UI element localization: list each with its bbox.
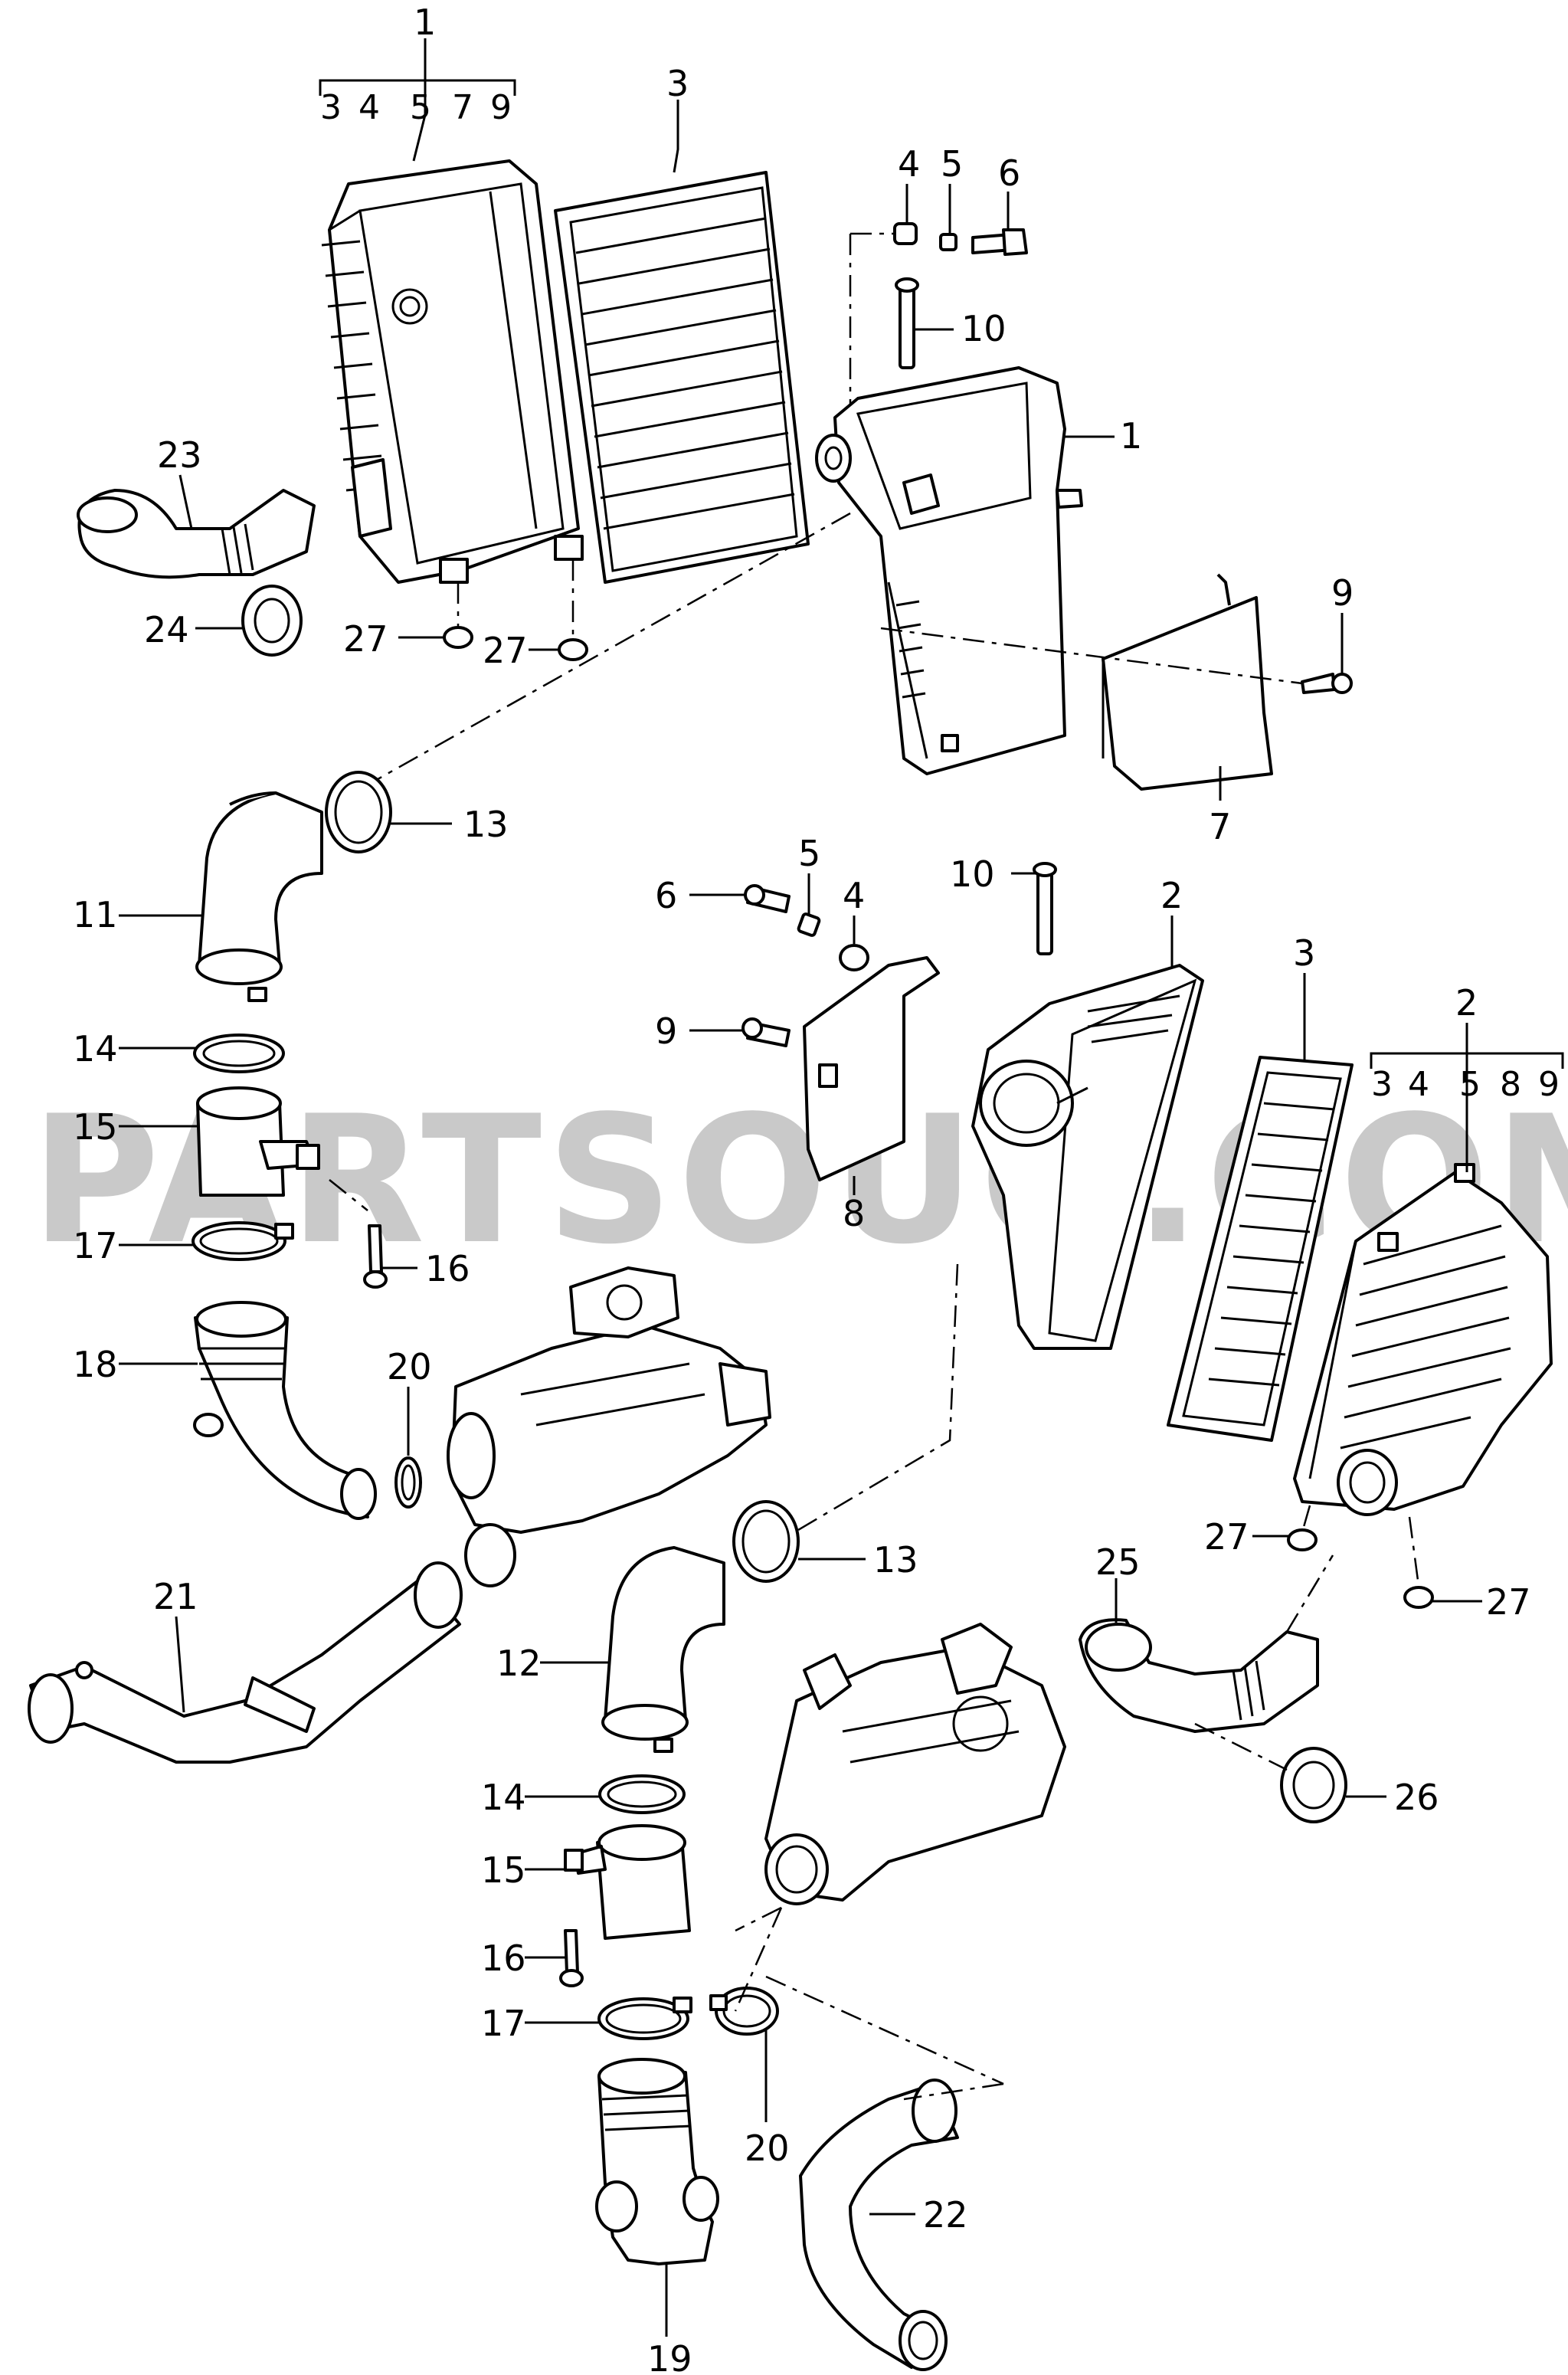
pipe-19 (595, 2058, 719, 2265)
seal-26 (1280, 1747, 1347, 1823)
callout-15b: 15 (481, 1849, 526, 1891)
o-ring-13-right (732, 1500, 800, 1583)
screw-16-left (363, 1224, 388, 1289)
fastener-set-right (744, 884, 869, 971)
pipe-22 (799, 2079, 959, 2371)
callout-10a: 10 (961, 308, 1007, 349)
callout-27d: 27 (1486, 1581, 1531, 1623)
callout-19: 19 (647, 2338, 692, 2375)
callout-3a: 3 (666, 63, 689, 104)
filter-element-top (554, 171, 810, 584)
callout-10b: 10 (950, 853, 995, 895)
callout-18: 18 (73, 1344, 118, 1385)
group-2-sub-4: 8 (1500, 1065, 1521, 1104)
group-2-sub-5: 9 (1538, 1065, 1560, 1104)
air-box-lid-1 (815, 366, 1083, 775)
intake-pipe-25 (1079, 1618, 1319, 1733)
group-1-label: 1 (414, 2, 436, 43)
callout-9b: 9 (655, 1011, 677, 1052)
callout-23: 23 (157, 434, 202, 476)
callout-27b: 27 (483, 630, 528, 671)
group-1-sub-1: 3 (320, 88, 342, 127)
group-2-sub-2: 4 (1408, 1065, 1429, 1104)
air-filter-housing-left (321, 159, 584, 584)
callout-11: 11 (73, 894, 118, 935)
callout-21: 21 (153, 1576, 198, 1617)
clamp-20-right (709, 1987, 779, 2036)
group-2-sub-1: 3 (1371, 1065, 1393, 1104)
callout-1: 1 (1120, 415, 1142, 457)
callout-22: 22 (923, 2194, 968, 2236)
callout-7: 7 (1209, 806, 1231, 847)
callout-4a: 4 (898, 143, 920, 185)
callout-3b: 3 (1293, 932, 1315, 974)
callout-6b: 6 (655, 875, 677, 916)
bolt-10-right (1033, 862, 1057, 955)
callout-labels: 1 3 4 5 7 9 3 4 5 6 10 1 9 7 23 24 27 27… (73, 2, 1560, 2375)
callout-20a: 20 (387, 1346, 432, 1387)
callout-14b: 14 (481, 1777, 526, 1818)
callout-6a: 6 (998, 152, 1020, 194)
callout-13a: 13 (463, 804, 509, 845)
bracket-8 (803, 956, 940, 1181)
callout-17b: 17 (481, 2003, 526, 2044)
callout-8: 8 (843, 1193, 865, 1234)
callout-2: 2 (1160, 875, 1183, 916)
group-1-sub-4: 7 (452, 88, 473, 127)
maf-sensor-15-right (564, 1824, 691, 1940)
screw-9-top (880, 627, 1353, 694)
leader-lid-to-pipe (359, 512, 851, 791)
grommet-27-right (1287, 1505, 1434, 1609)
callout-4b: 4 (843, 875, 865, 916)
group-1-sub-5: 9 (490, 88, 512, 127)
group-2-label: 2 (1455, 982, 1478, 1024)
pipe-21 (28, 1561, 463, 1764)
callout-27c: 27 (1204, 1516, 1249, 1558)
callout-5a: 5 (941, 143, 963, 185)
hose-18 (193, 1301, 377, 1520)
cover-plate-7 (1102, 573, 1273, 791)
turbocharger-right (764, 1623, 1066, 1905)
fastener-set-top (849, 222, 1028, 475)
callout-16b: 16 (481, 1938, 526, 1979)
callout-27a: 27 (343, 618, 388, 660)
group-2-sub-3: 5 (1459, 1065, 1481, 1104)
o-ring-13-left (325, 771, 392, 853)
callout-9a: 9 (1331, 572, 1354, 614)
callout-15a: 15 (73, 1106, 118, 1148)
grommet-27-left (443, 559, 588, 661)
air-filter-housing-right (1293, 1163, 1553, 1516)
group-1-sub-3: 5 (410, 88, 431, 127)
elbow-pipe-12 (601, 1546, 725, 1753)
callout-25: 25 (1095, 1541, 1141, 1583)
screw-16-right (559, 1929, 584, 1987)
elbow-pipe-11 (195, 791, 323, 1002)
clamp-20-left (394, 1456, 422, 1509)
maf-sensor-15-left (196, 1086, 320, 1197)
callout-13b: 13 (873, 1539, 918, 1581)
leader-lines (119, 38, 1564, 2337)
callout-14a: 14 (73, 1028, 118, 1070)
screw-9-right (741, 1017, 791, 1047)
clamp-17-right (597, 1997, 692, 2040)
callout-12: 12 (496, 1643, 542, 1684)
callout-16a: 16 (425, 1248, 470, 1289)
callout-24: 24 (144, 609, 189, 650)
callout-26: 26 (1394, 1777, 1439, 1818)
intake-pipe-23 (77, 489, 316, 579)
clamp-17-left (191, 1221, 294, 1261)
callout-17a: 17 (73, 1225, 118, 1266)
callout-5b: 5 (798, 833, 820, 874)
filter-element-right (1167, 1056, 1354, 1442)
turbocharger-left (447, 1266, 771, 1587)
callout-20b: 20 (745, 2128, 790, 2169)
air-box-lid-2 (971, 964, 1204, 1350)
group-1-sub-2: 4 (358, 88, 380, 127)
seal-24 (241, 585, 303, 657)
